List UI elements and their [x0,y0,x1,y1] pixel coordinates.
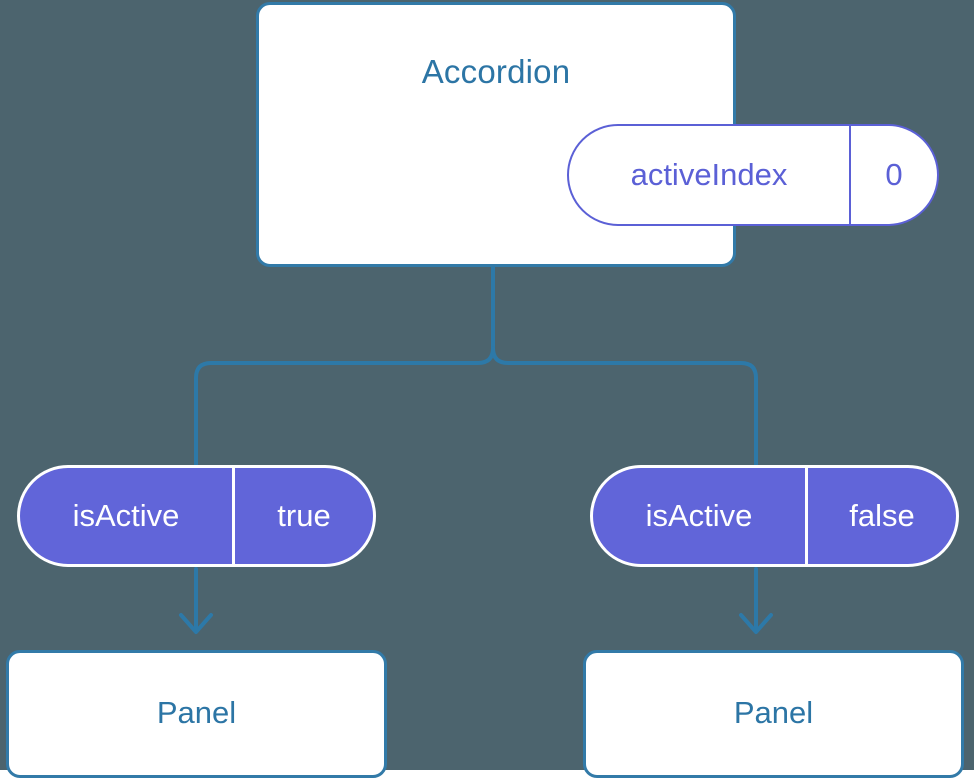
component-card-accordion[interactable]: Accordion activeIndex 0 [256,2,939,267]
component-title-accordion: Accordion [421,53,571,90]
prop-pill-is-active-false[interactable]: isActive false [590,465,959,567]
state-pill-active-index[interactable]: activeIndex 0 [567,124,939,226]
state-pill-value: 0 [885,157,903,192]
component-title-panel: Panel [733,695,814,730]
component-card-panel-left[interactable]: Panel [6,650,387,778]
tree-bracket-connector-right [491,346,758,467]
prop-pill-value: false [849,498,915,533]
arrow-head-right [739,613,773,634]
component-card-panel-right[interactable]: Panel [583,650,964,778]
state-pill-key: activeIndex [569,126,851,224]
component-title-panel: Panel [156,695,237,730]
tree-bracket-connector [194,264,495,467]
prop-pill-key: isActive [20,468,235,564]
arrow-head-left [179,613,213,634]
prop-pill-key: isActive [593,468,808,564]
prop-pill-value: true [277,498,331,533]
prop-pill-is-active-true[interactable]: isActive true [17,465,376,567]
